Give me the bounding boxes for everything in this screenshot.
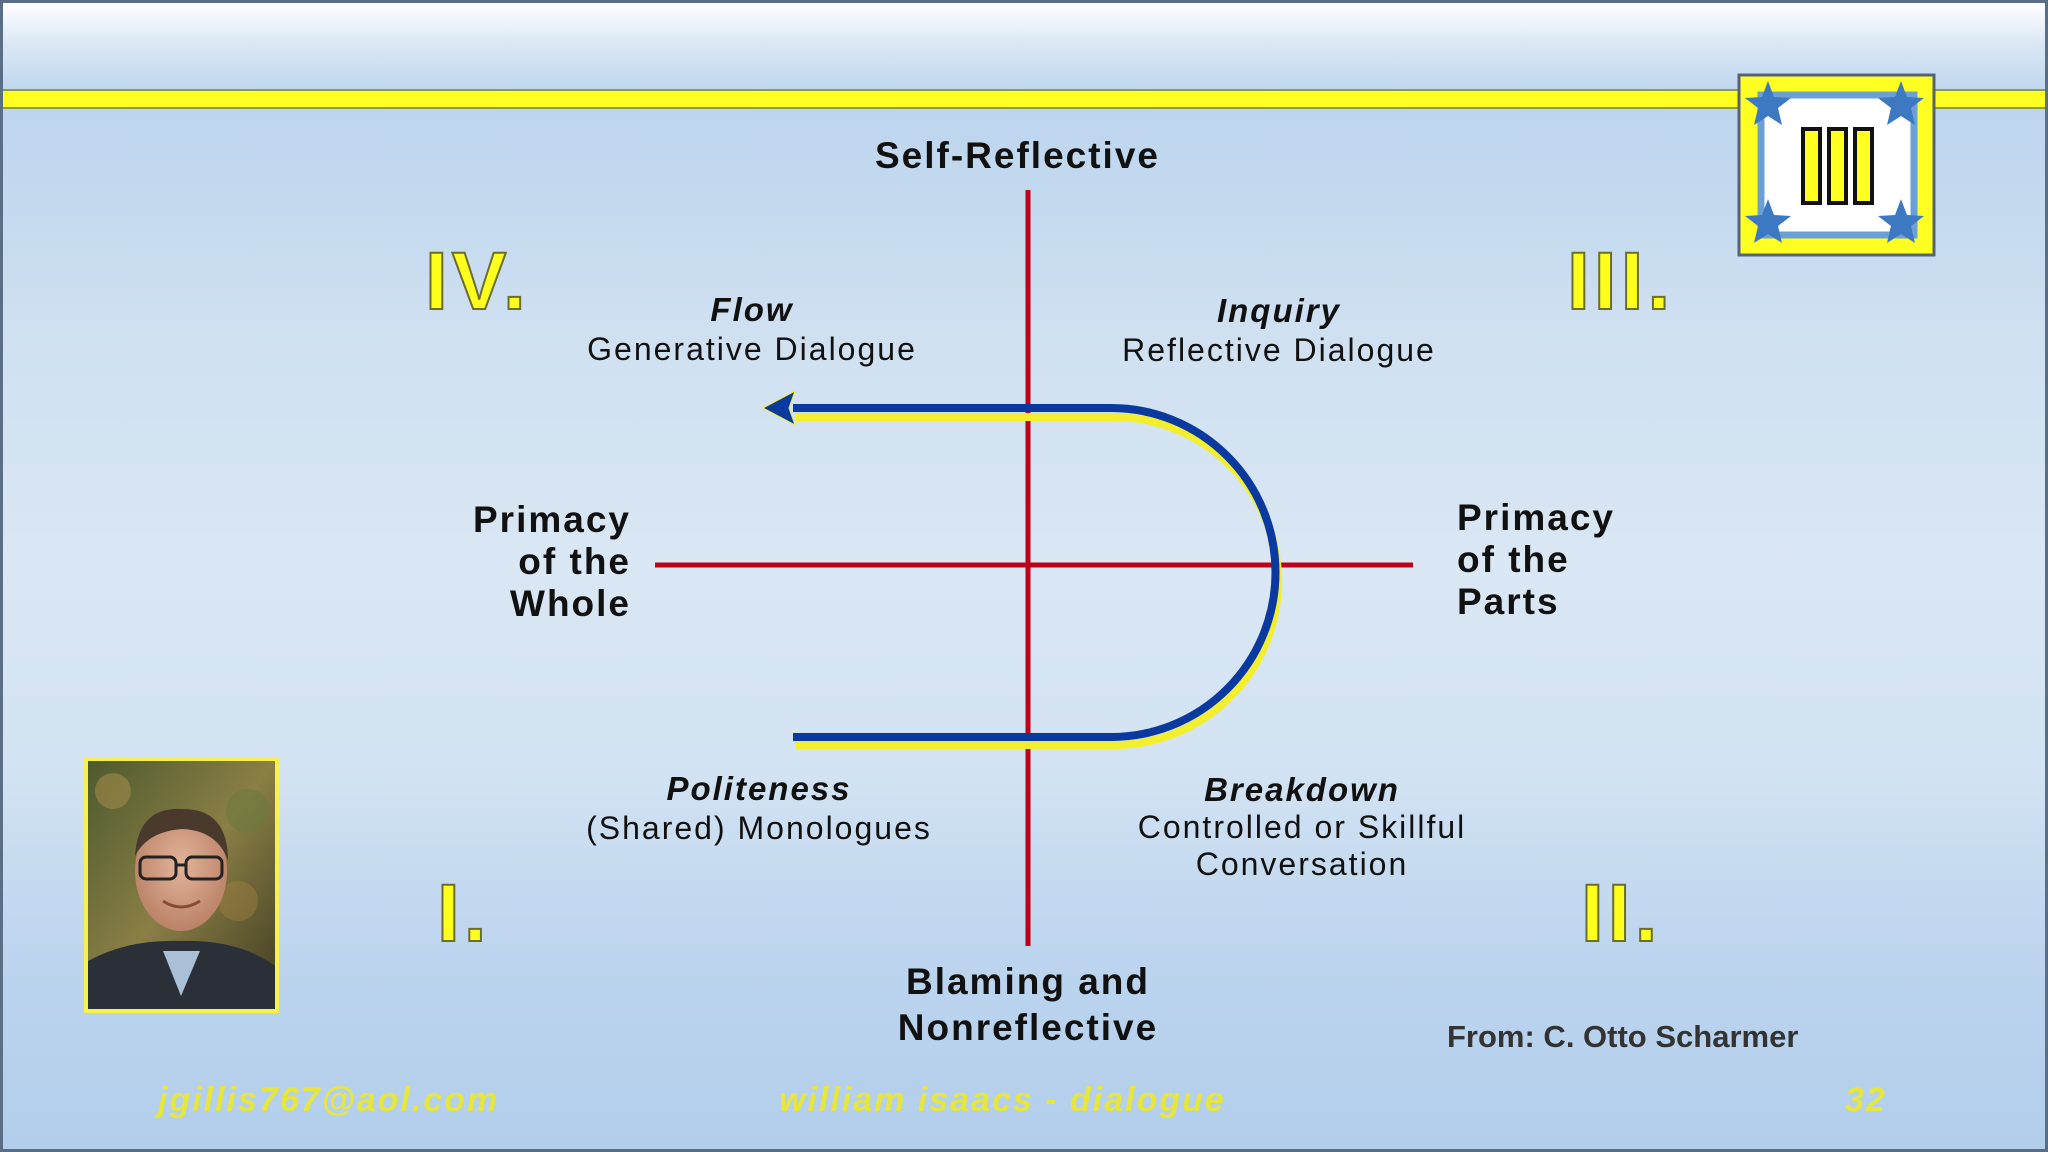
quadrant-i-numeral: I.	[436, 867, 491, 960]
axis-bottom-label: Blaming and Nonreflective	[858, 959, 1198, 1051]
quadrant-ii-subtitle-line2: Conversation	[1195, 846, 1409, 882]
axis-right-label: Primacy of the Parts	[1457, 497, 1615, 623]
dialogue-path	[761, 389, 1282, 749]
quadrant-iv-subtitle: Generative Dialogue	[587, 331, 917, 367]
quadrant-iv-numeral: IV.	[424, 235, 530, 328]
framed-columns-logo-icon	[1737, 73, 1936, 257]
axis-left-label: Primacy of the Whole	[433, 499, 631, 625]
axis-bottom-line1: Blaming and	[905, 961, 1151, 1002]
quadrant-ii-label: Breakdown Controlled or Skillful Convers…	[1092, 771, 1512, 883]
axis-left-line3: Whole	[510, 583, 631, 624]
quadrant-i-label: Politeness (Shared) Monologues	[559, 770, 959, 847]
axis-left-line1: Primacy	[473, 499, 631, 540]
footer-title: william isaacs - dialogue	[779, 1081, 1226, 1119]
quadrant-iv-title: Flow	[710, 291, 794, 328]
header-band	[3, 89, 2045, 109]
quadrant-iii-subtitle: Reflective Dialogue	[1122, 332, 1436, 368]
quadrant-ii-title: Breakdown	[1204, 771, 1400, 808]
axis-right-line3: Parts	[1457, 581, 1560, 622]
quadrant-iii-numeral: III.	[1566, 235, 1675, 328]
axis-right-line1: Primacy	[1457, 497, 1615, 538]
axis-left-line2: of the	[518, 541, 631, 582]
axis-bottom-line2: Nonreflective	[897, 1007, 1159, 1048]
quadrant-iv-label: Flow Generative Dialogue	[552, 291, 952, 368]
footer-email: jgillis767@aol.com	[158, 1081, 500, 1119]
diagram-graphics	[655, 73, 1936, 946]
quadrant-i-subtitle: (Shared) Monologues	[586, 810, 932, 846]
quadrant-i-title: Politeness	[666, 770, 852, 807]
quadrant-iii-title: Inquiry	[1216, 292, 1341, 329]
star-icon	[1878, 199, 1924, 243]
star-icon	[1745, 81, 1791, 125]
quadrant-ii-subtitle-line1: Controlled or Skillful	[1137, 809, 1467, 845]
quadrant-ii-numeral: II.	[1580, 867, 1662, 960]
presenter-portrait-icon	[84, 757, 279, 1013]
quadrant-iii-label: Inquiry Reflective Dialogue	[1079, 292, 1479, 369]
axis-top-label: Self-Reflective	[875, 135, 1160, 176]
star-icon	[1878, 81, 1924, 125]
star-icon	[1745, 199, 1791, 243]
axis-right-line2: of the	[1457, 539, 1570, 580]
source-credit: From: C. Otto Scharmer	[1447, 1019, 1799, 1054]
footer-page-number: 32	[1845, 1081, 1887, 1119]
arrow-head-icon	[761, 389, 796, 427]
